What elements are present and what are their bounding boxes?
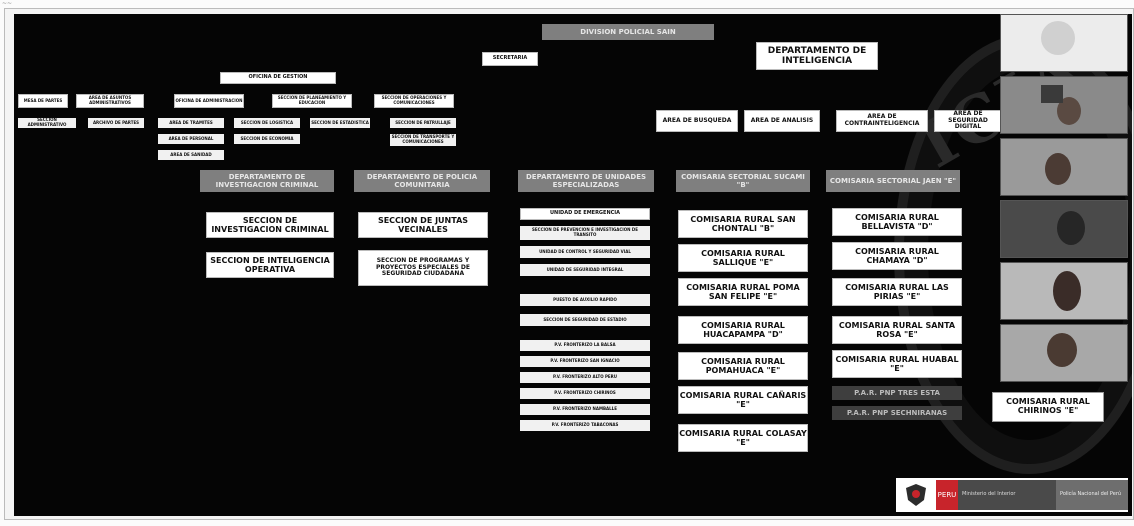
comisaria-box: COMISARIA RURAL CHAMAYA "D": [832, 242, 962, 270]
admin-sub-box: SECCION DE TRANSPORTE Y COMUNICACIONES: [390, 134, 456, 146]
intel-area-box: AREA DE BUSQUEDA: [656, 110, 738, 132]
admin-sub-box: SECCION DE ESTADISTICA: [310, 118, 370, 128]
admin-box-mesa-partes: MESA DE PARTES: [18, 94, 68, 108]
participant-face: [1057, 211, 1085, 245]
participant-video-4[interactable]: [1000, 200, 1128, 258]
dept-header: COMISARIA SECTORIAL JAEN "E": [826, 170, 960, 192]
admin-sub-box: AREA DE SANIDAD: [158, 150, 224, 160]
admin-box-administracion: OFICINA DE ADMINISTRACION: [174, 94, 244, 108]
puesto-box: P.V. FRONTERIZO LA BALSA: [520, 340, 650, 351]
oficina-gestion-box: OFICINA DE GESTION: [220, 72, 336, 84]
comisaria-box: COMISARIA RURAL SALLIQUE "E": [678, 244, 808, 272]
brand-policia: Policía Nacional del Perú: [1056, 480, 1128, 510]
admin-box-planeamiento: SECCION DE PLANEAMIENTO Y EDUCACION: [272, 94, 352, 108]
par-box: P.A.R. PNP SECHNIRANAS: [832, 406, 962, 420]
dept-header: DEPARTAMENTO DE INVESTIGACION CRIMINAL: [200, 170, 334, 192]
comisaria-box: COMISARIA RURAL LAS PIRIAS "E": [832, 278, 962, 306]
admin-sub-box: SECCION DE ECONOMIA: [234, 134, 300, 144]
seccion-box: SECCION DE JUNTAS VECINALES: [358, 212, 488, 238]
seccion-box: SECCION DE INTELIGENCIA OPERATIVA: [206, 252, 334, 278]
unidad-box: UNIDAD DE CONTROL Y SEGURIDAD VIAL: [520, 246, 650, 258]
participant-video-3[interactable]: [1000, 138, 1128, 196]
seccion-box: SECCION DE PROGRAMAS Y PROYECTOS ESPECIA…: [358, 250, 488, 286]
unidad-box: UNIDAD DE EMERGENCIA: [520, 208, 650, 220]
dept-header: COMISARIA SECTORIAL SUCAMI "B": [676, 170, 810, 192]
comisaria-box: COMISARIA RURAL POMAHUACA "E": [678, 352, 808, 380]
admin-sub-box: SECCION DE PATRULLAJE: [390, 118, 456, 128]
participant-video-6[interactable]: [1000, 324, 1128, 382]
seccion-box: SECCION DE INVESTIGACION CRIMINAL: [206, 212, 334, 238]
brand-ministerio: Ministerio del Interior: [958, 480, 1056, 510]
wall-frame: [1041, 85, 1063, 103]
avatar: [1041, 21, 1075, 55]
admin-sub-box: SECCION DE LOGISTICA: [234, 118, 300, 128]
secretaria-box: SECRETARIA: [482, 52, 538, 66]
slide-footer: PERU Ministerio del Interior Policía Nac…: [896, 478, 1128, 512]
par-box: P.A.R. PNP TRES ESTA: [832, 386, 962, 400]
dept-inteligencia-box: DEPARTAMENTO DE INTELIGENCIA: [756, 42, 878, 70]
unidad-box: SECCION DE PREVENCION E INVESTIGACION DE…: [520, 226, 650, 240]
participant-face: [1053, 271, 1081, 311]
participant-video-1[interactable]: [1000, 14, 1128, 72]
intel-area-box: AREA DE ANALISIS: [744, 110, 820, 132]
comisaria-box: COMISARIA RURAL HUACAPAMPA "D": [678, 316, 808, 344]
brand-peru: PERU: [936, 480, 958, 510]
comisaria-box: COMISARIA RURAL SAN CHONTALI "B": [678, 210, 808, 238]
comisaria-box: COMISARIA RURAL CAÑARIS "E": [678, 386, 808, 414]
participant-video-5[interactable]: [1000, 262, 1128, 320]
puesto-box: P.V. FRONTERIZO ALTO PERU: [520, 372, 650, 383]
puesto-box: P.V. FRONTERIZO TABACONAS: [520, 420, 650, 431]
comisaria-box: COMISARIA RURAL BELLAVISTA "D": [832, 208, 962, 236]
intel-area-box: AREA DE SEGURIDAD DIGITAL: [934, 110, 1002, 132]
participant-face: [1047, 333, 1077, 367]
admin-box-asuntos: AREA DE ASUNTOS ADMINISTRATIVOS: [76, 94, 144, 108]
intel-area-box: AREA DE CONTRAINTELIGENCIA: [836, 110, 928, 132]
corner-mark: ~~: [2, 0, 13, 7]
dept-header: DEPARTAMENTO DE POLICIA COMUNITARIA: [354, 170, 490, 192]
comisaria-box: COMISARIA RURAL COLASAY "E": [678, 424, 808, 452]
admin-sub-box: SECCION ADMINISTRATIVO: [18, 118, 76, 128]
unidad-box: PUESTO DE AUXILIO RAPIDO: [520, 294, 650, 306]
puesto-box: P.V. FRONTERIZO NAMBALLE: [520, 404, 650, 415]
participant-face: [1045, 153, 1071, 185]
slide-title: DIVISION POLICIAL SAIN: [542, 24, 714, 40]
admin-sub-box: AREA DE PERSONAL: [158, 134, 224, 144]
admin-sub-box: AREA DE TRAMITES: [158, 118, 224, 128]
puesto-box: P.V. FRONTERIZO CHIRINOS: [520, 388, 650, 399]
shared-screen: ICIA DIVISION POLICIAL SAIN SECRETARIA D…: [14, 14, 1132, 516]
dept-header: DEPARTAMENTO DE UNIDADES ESPECIALIZADAS: [518, 170, 654, 192]
admin-box-operaciones: SECCION DE OPERACIONES Y COMUNICACIONES: [374, 94, 454, 108]
unidad-box: UNIDAD DE SEGURIDAD INTEGRAL: [520, 264, 650, 276]
participant-video-2[interactable]: [1000, 76, 1128, 134]
comisaria-box: COMISARIA RURAL SANTA ROSA "E": [832, 316, 962, 344]
slide-box-chirinos: COMISARIA RURAL CHIRINOS "E": [992, 392, 1104, 422]
puesto-box: P.V. FRONTERIZO SAN IGNACIO: [520, 356, 650, 367]
unidad-box: SECCION DE SEGURIDAD DE ESTADIO: [520, 314, 650, 326]
comisaria-box: COMISARIA RURAL HUABAL "E": [832, 350, 962, 378]
comisaria-box: COMISARIA RURAL POMA SAN FELIPE "E": [678, 278, 808, 306]
peru-shield-icon: [896, 480, 936, 510]
admin-sub-box: ARCHIVO DE PARTES: [88, 118, 144, 128]
